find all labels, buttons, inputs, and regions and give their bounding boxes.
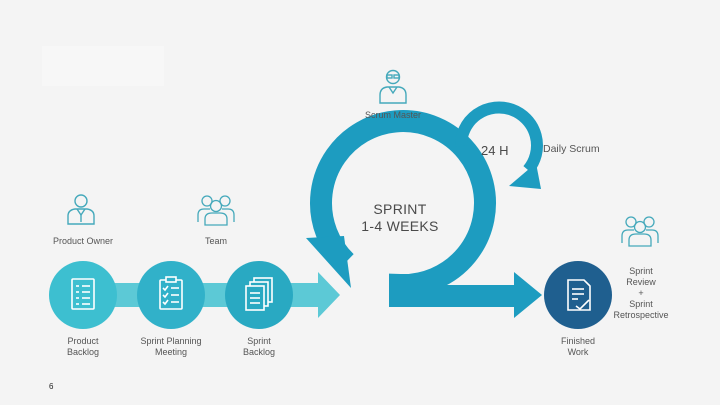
- product-backlog-icon: [71, 278, 95, 310]
- input-arrow: [289, 272, 340, 318]
- document-check-icon: [567, 279, 591, 311]
- daily-cycle-arc: [454, 101, 543, 174]
- sprint-planning-label: Sprint Planning Meeting: [140, 336, 202, 357]
- placeholder-block: [42, 46, 164, 86]
- clipboard-checklist-icon: [159, 276, 183, 310]
- product-backlog-circle: [49, 261, 117, 329]
- page-number: 6: [49, 382, 54, 391]
- sprint-cycle-arc: [310, 110, 496, 307]
- output-arrow: [400, 272, 542, 318]
- sprint-review-label: Sprint Review + Sprint Retrospective: [613, 266, 669, 320]
- product-owner-icon: [67, 194, 95, 225]
- stacked-documents-icon: [245, 277, 273, 311]
- team-icon: [197, 195, 235, 226]
- scrum-master-label: Scrum Master: [364, 110, 421, 120]
- daily-cycle-arrowhead: [509, 163, 541, 189]
- scrum-master-icon: [379, 69, 407, 104]
- daily-scrum-label: Daily Scrum: [543, 143, 600, 155]
- finished-work-label: Finished Work: [560, 336, 596, 357]
- product-owner-label: Product Owner: [52, 236, 114, 246]
- sprint-backlog-label: Sprint Backlog: [242, 336, 276, 357]
- sprint-cycle-arrowhead: [306, 236, 351, 288]
- daily-hours-label: 24 H: [481, 143, 509, 158]
- finished-work-circle: [544, 261, 612, 329]
- review-team-icon: [621, 216, 659, 247]
- product-backlog-label: Product Backlog: [66, 336, 100, 357]
- sprint-duration-label: SPRINT 1-4 WEEKS: [361, 201, 439, 234]
- team-label: Team: [204, 236, 227, 246]
